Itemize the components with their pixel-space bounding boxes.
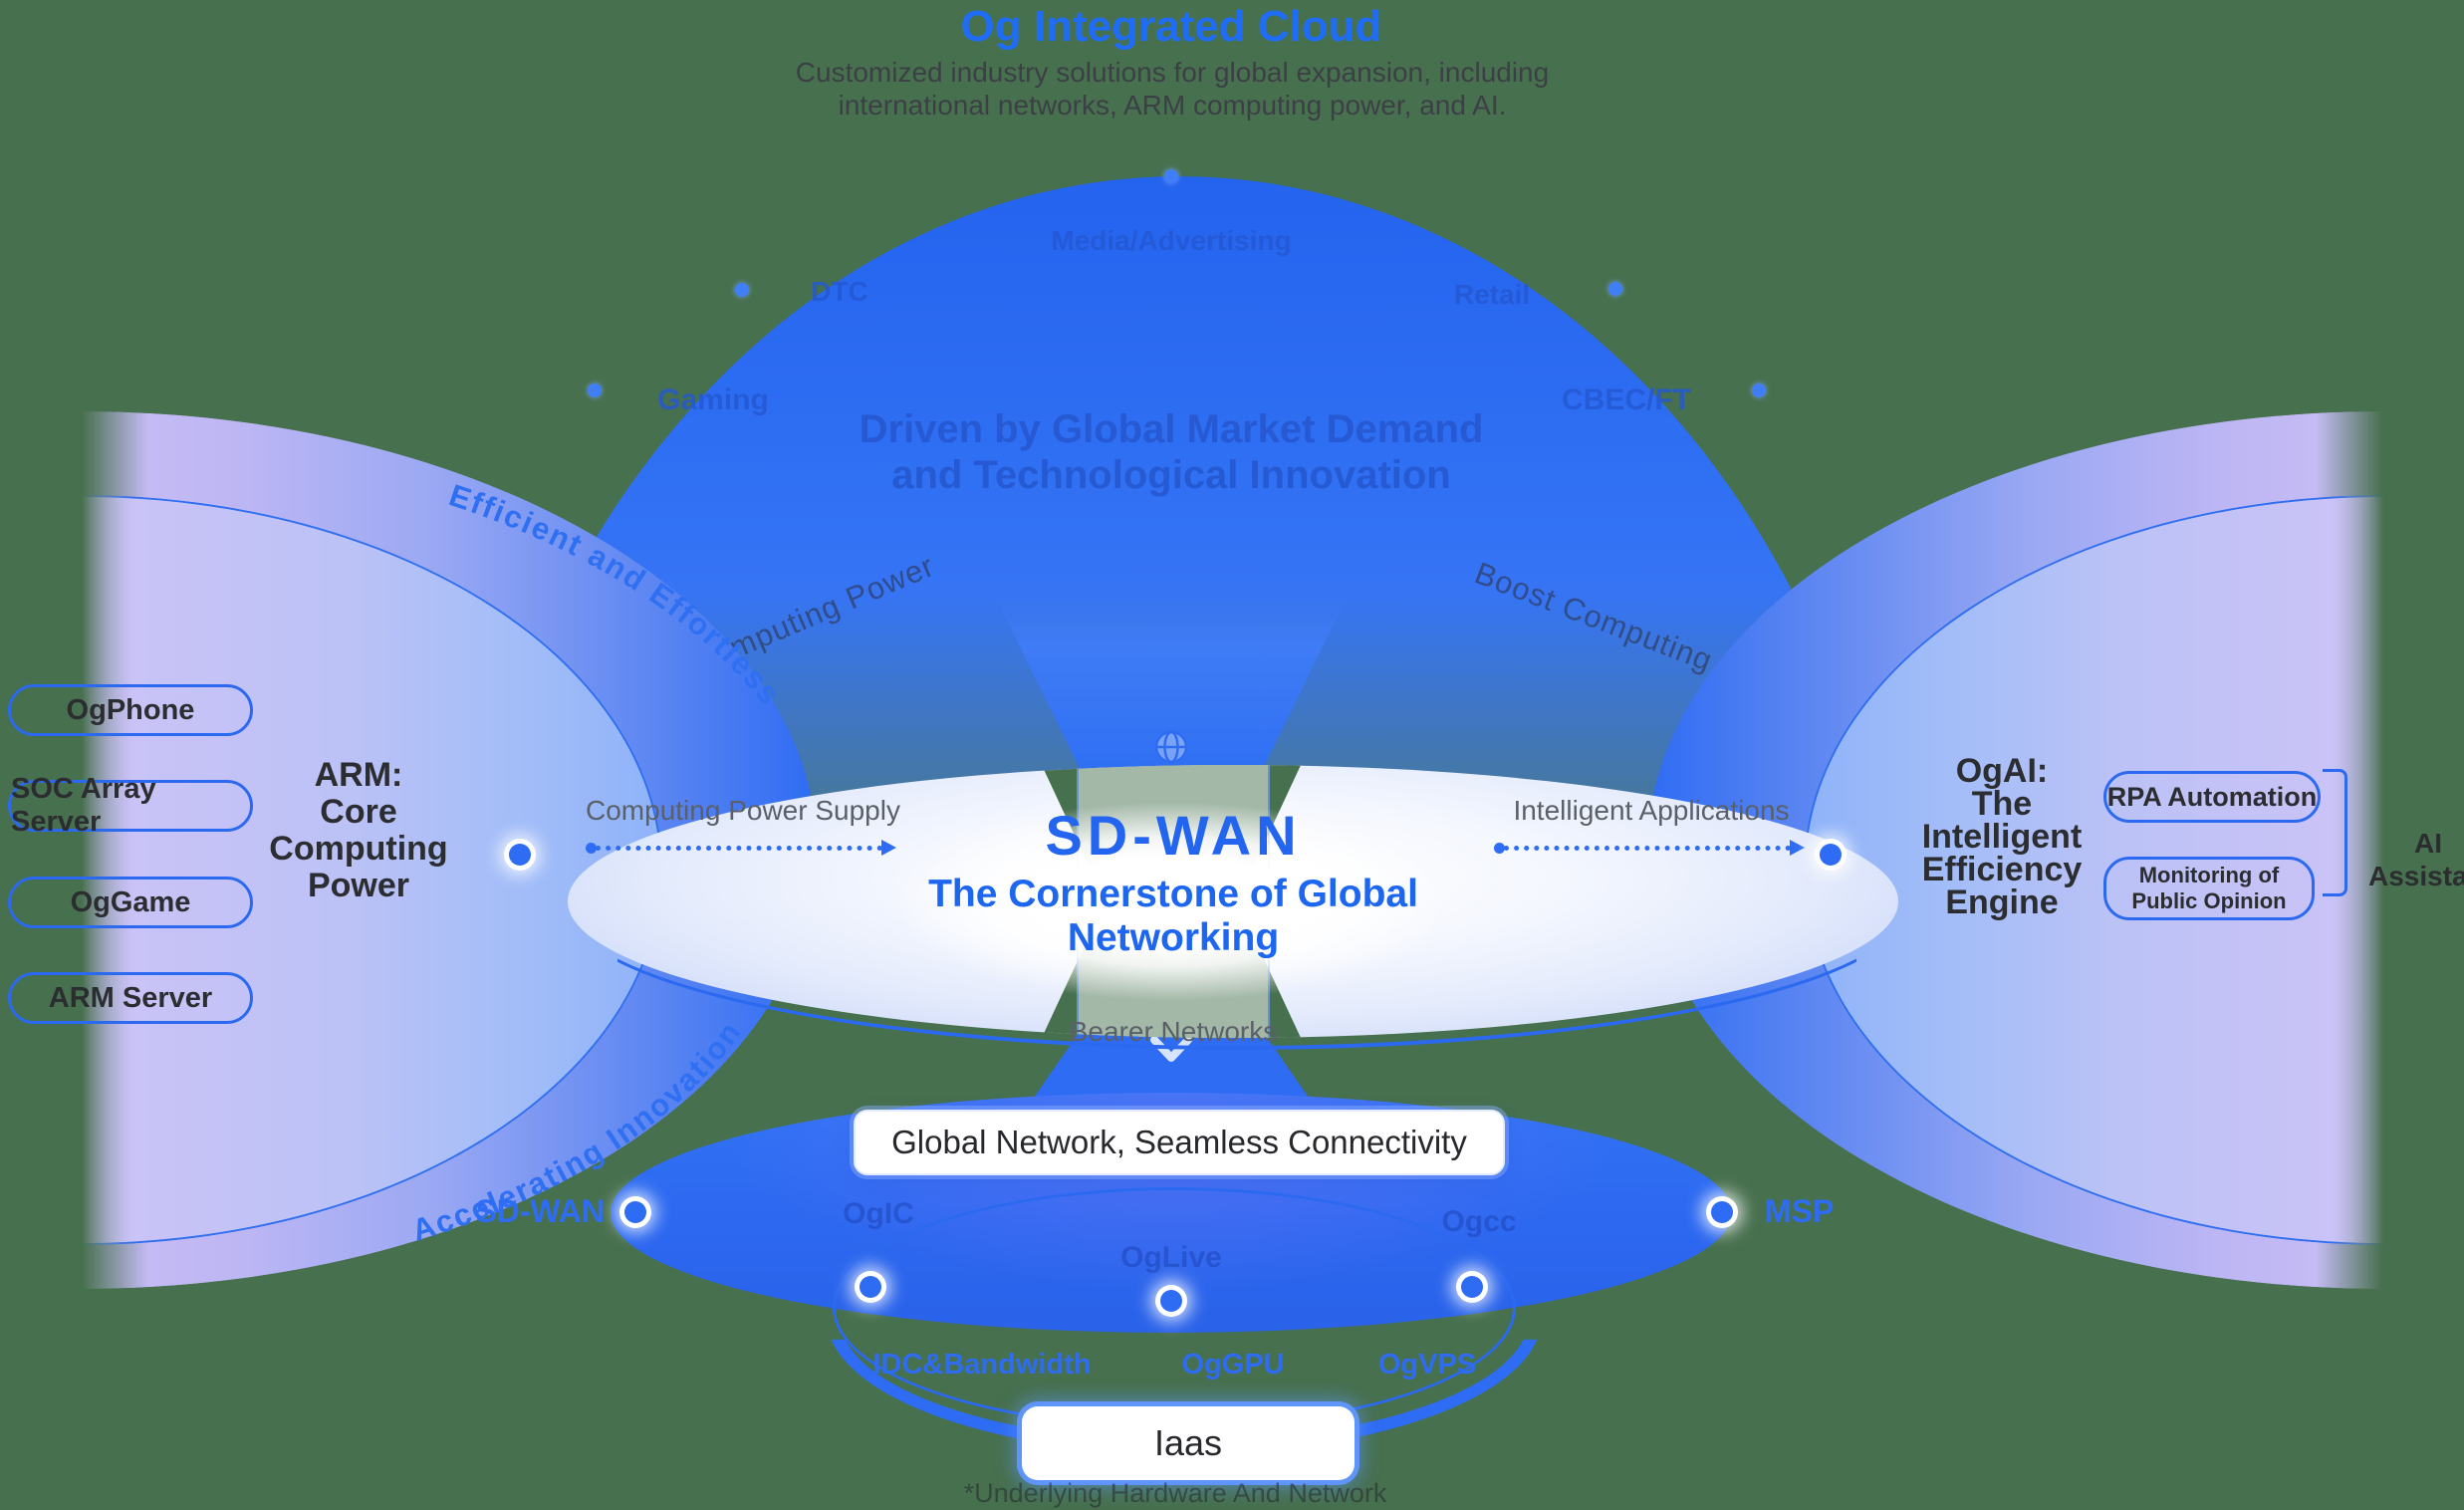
arrow-start-dot: [1494, 843, 1505, 854]
arc-dot: [735, 283, 749, 297]
left-arc-texts: Efficient and Effortless Accelerating In…: [408, 477, 788, 1248]
node-marker: [1820, 844, 1842, 866]
arrow-line: [1504, 846, 1791, 851]
node-marker: [1461, 1276, 1483, 1298]
sdwan-title: SD-WAN: [1045, 804, 1302, 867]
ellipse-bottom-rim: [617, 919, 1856, 1050]
pill-ogphone[interactable]: OgPhone: [8, 684, 253, 736]
node-marker: [624, 1201, 646, 1223]
bracket-connector: [2323, 769, 2347, 896]
band-label-sdwan: SD-WAN: [475, 1193, 605, 1229]
arc-dot: [1164, 169, 1178, 183]
ring-label-oggpu: OgGPU: [1181, 1349, 1285, 1381]
arm-heading: ARM: Core Computing Power: [249, 757, 468, 904]
page-subtitle-line1: Customized industry solutions for global…: [795, 57, 1550, 88]
global-network-banner: Global Network, Seamless Connectivity: [854, 1110, 1505, 1175]
ogai-heading-line: The: [1971, 785, 2033, 823]
ogai-heading-line: Engine: [1945, 883, 2059, 921]
industry-label-cbec: CBEC/FT: [1562, 383, 1691, 416]
arc-text-efficient: Efficient and Effortless: [445, 477, 786, 712]
ai-assistant-line2: Assistant: [2368, 861, 2464, 891]
ring-label-idc: IDC&Bandwidth: [872, 1349, 1092, 1381]
industry-label-retail: Retail: [1453, 279, 1531, 310]
dome-tagline-line2: and Technological Innovation: [891, 453, 1451, 497]
svg-text:Efficient and Effortless: Efficient and Effortless: [445, 477, 788, 712]
bearer-networks-label: Bearer Networks: [1069, 1016, 1278, 1047]
ogai-heading-line: Intelligent: [1921, 818, 2083, 856]
ogai-heading-line: Efficiency: [1921, 851, 2083, 888]
arrow-line: [596, 846, 882, 851]
band-faint-label: Ogcc: [1441, 1205, 1517, 1238]
ai-assistant-label: AI Assistant: [2368, 827, 2464, 892]
arm-heading-line: Computing: [269, 830, 448, 868]
page-title: Og Integrated Cloud: [960, 2, 1382, 51]
band-faint-label: OgIC: [843, 1197, 914, 1230]
arm-heading-line: Core: [320, 793, 397, 831]
node-marker: [860, 1276, 881, 1298]
computing-power-supply-label: Computing Power Supply: [586, 795, 900, 826]
ogai-heading-line: OgAI:: [1955, 752, 2049, 790]
sdwan-subtitle: The Cornerstone of Global Networking: [928, 873, 1418, 959]
arc-dot: [1608, 282, 1622, 296]
iaas-pill: Iaas: [1022, 1406, 1355, 1480]
ring-label-ogvps: OgVPS: [1377, 1349, 1477, 1381]
node-marker: [1711, 1201, 1733, 1223]
dome-tagline-line1: Driven by Global Market Demand: [859, 407, 1484, 451]
dotted-arrow-right: [586, 840, 896, 856]
band-label-msp: MSP: [1765, 1193, 1835, 1229]
arm-heading-line: ARM:: [314, 756, 403, 794]
pill-rpa-automation[interactable]: RPA Automation: [2103, 771, 2321, 823]
arc-dot: [588, 383, 602, 397]
ogai-heading: OgAI: The Intelligent Efficiency Engine: [1892, 752, 2111, 921]
pill-soc-array-server[interactable]: SOC Array Server: [8, 773, 253, 838]
dotted-arrow-right: [1494, 840, 1805, 856]
footnote: *Underlying Hardware And Network Support: [963, 1478, 1387, 1510]
ai-assistant-line1: AI: [2414, 828, 2442, 859]
arm-heading-line: Power: [307, 867, 410, 904]
industry-label-gaming: Gaming: [657, 383, 769, 416]
arrow-start-dot: [586, 843, 597, 854]
node-marker: [509, 844, 531, 866]
industry-label-dtc: DTC: [811, 276, 868, 307]
pill-public-opinion-monitoring[interactable]: Monitoring of Public Opinion: [2103, 857, 2315, 920]
pill-oggame[interactable]: OgGame: [8, 877, 253, 928]
dome-tagline: Driven by Global Market Demand and Techn…: [773, 406, 1570, 498]
pill-arm-server[interactable]: ARM Server: [8, 972, 253, 1024]
arrow-head: [1790, 840, 1805, 856]
node-marker: [1160, 1290, 1182, 1312]
page-subtitle-line2: international networks, ARM computing po…: [838, 90, 1507, 121]
industry-label-media: Media/Advertising: [1051, 225, 1292, 256]
arc-dot: [1752, 383, 1766, 397]
intelligent-applications-label: Intelligent Applications: [1513, 795, 1790, 826]
globe-icon: [1154, 730, 1188, 764]
arrow-head: [881, 840, 896, 856]
